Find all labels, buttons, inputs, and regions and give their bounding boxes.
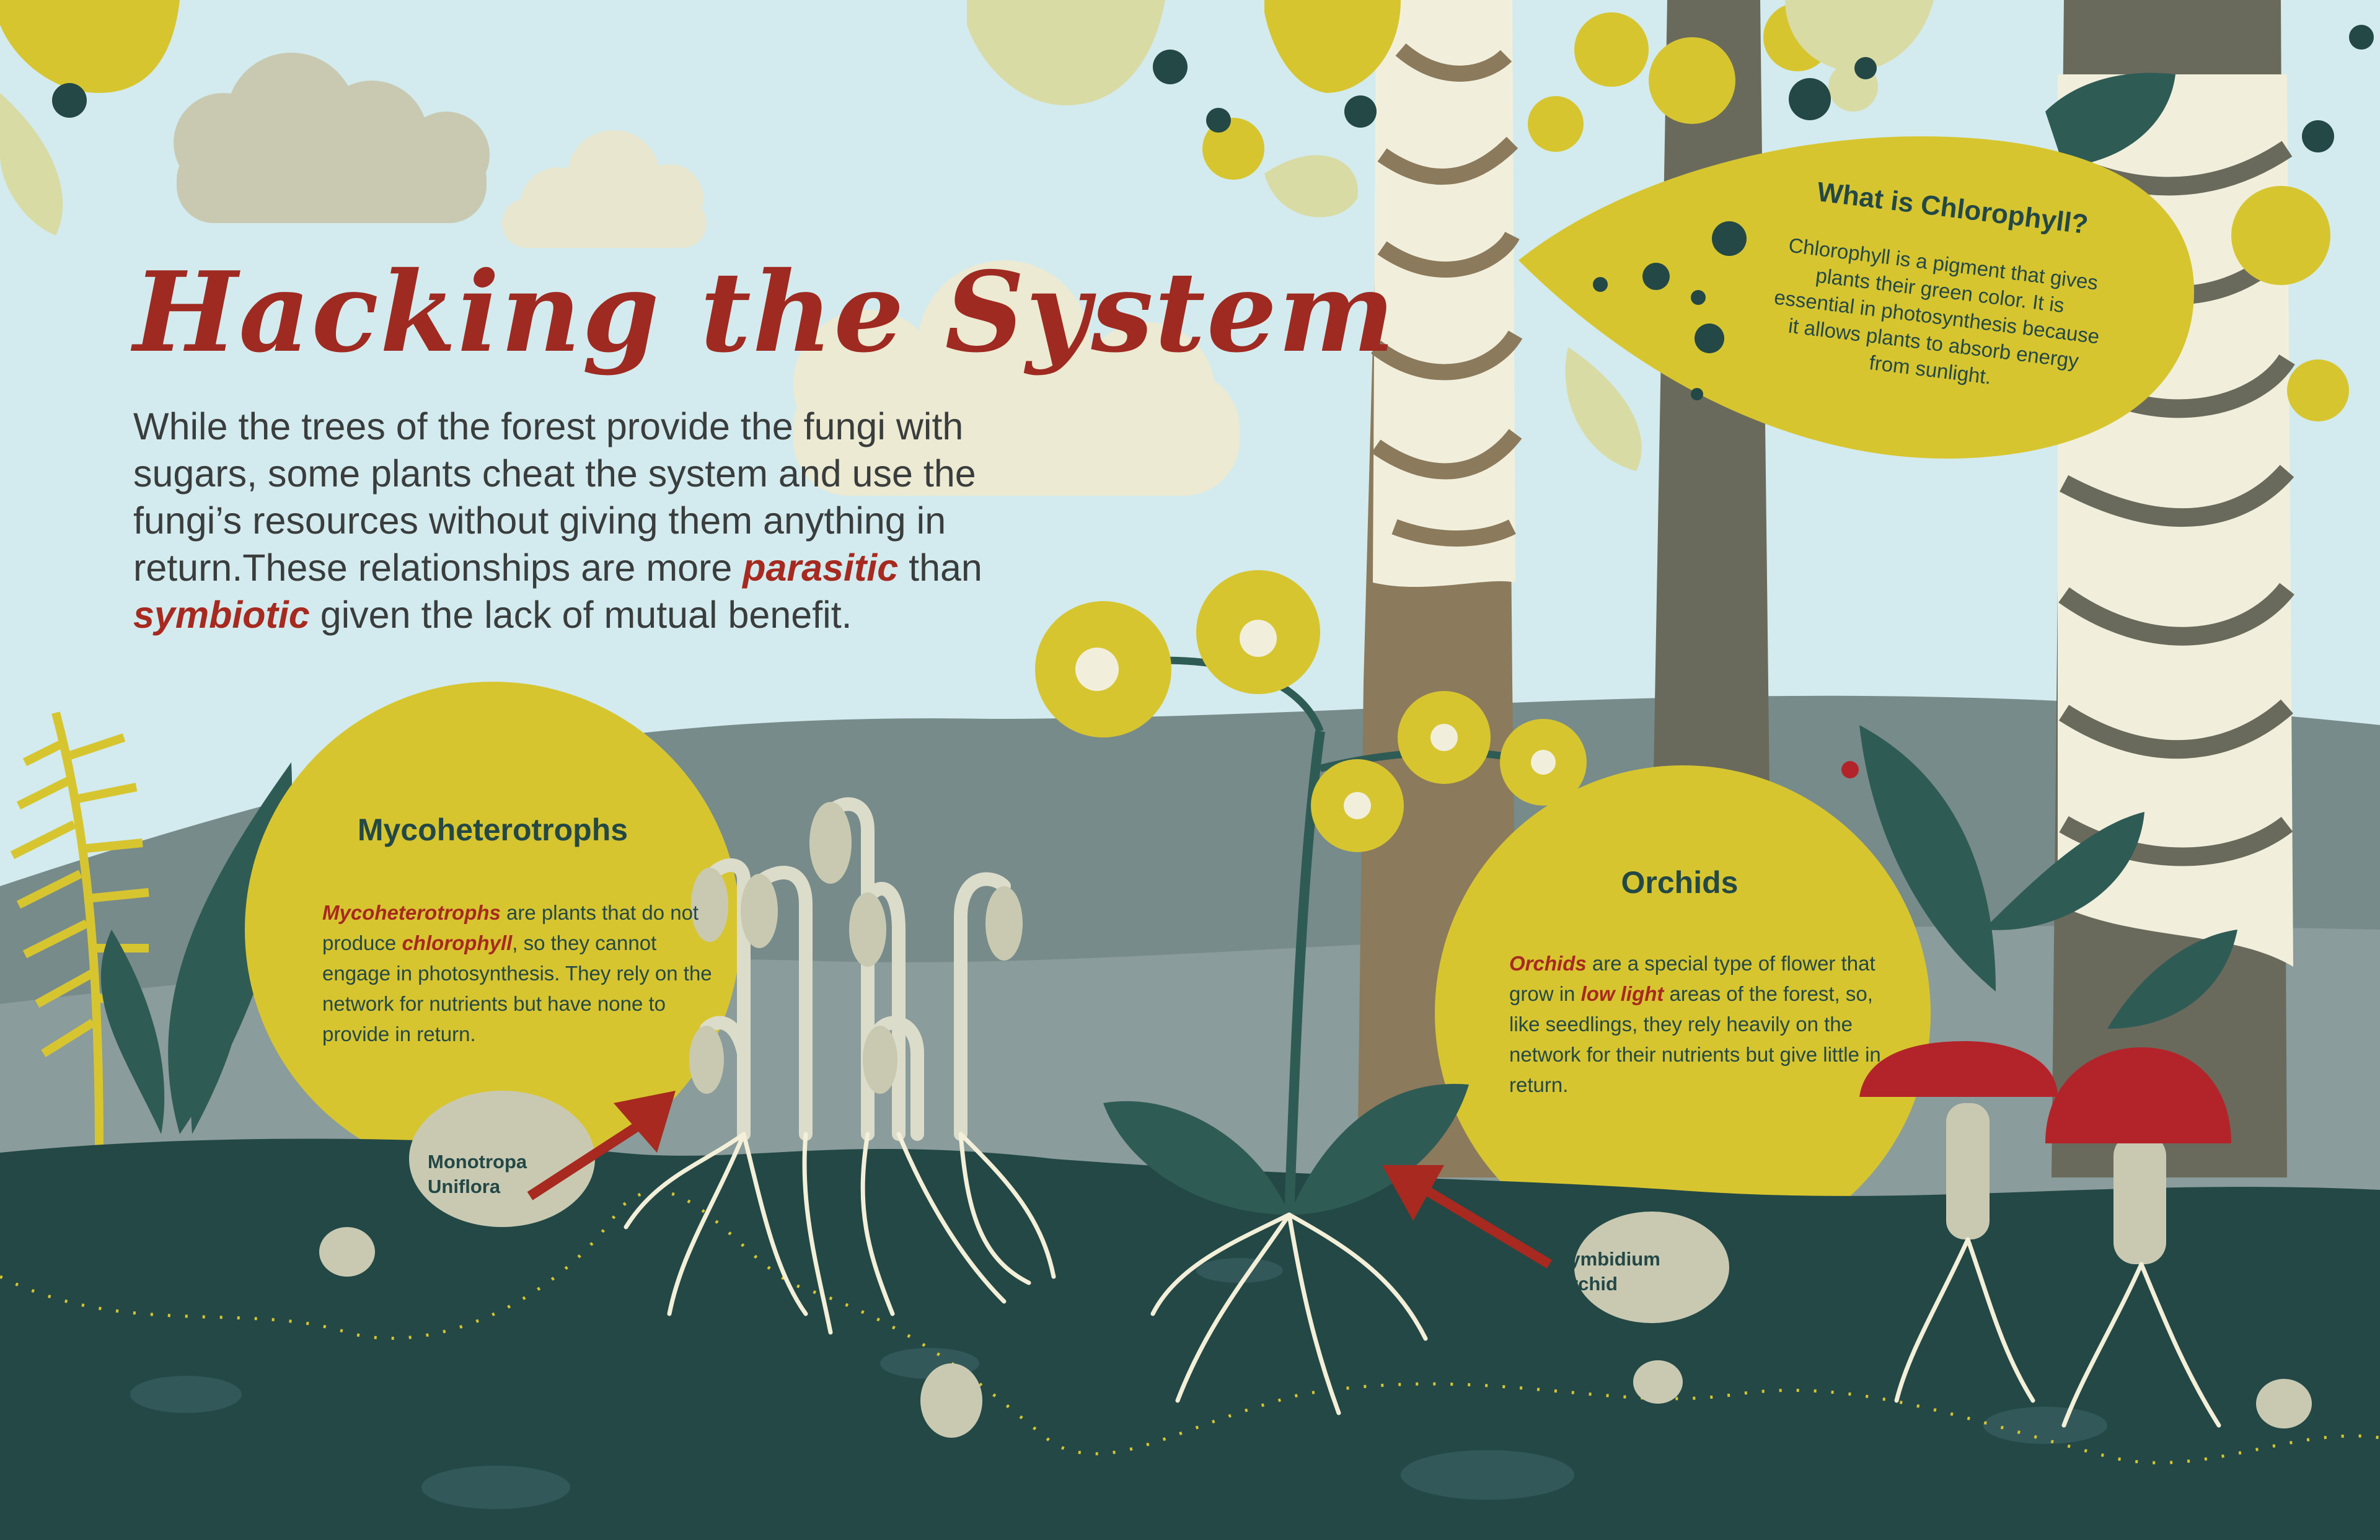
soil-speckles — [130, 1258, 2107, 1509]
intro-text-part2: than — [898, 547, 982, 589]
monotropa-flowers — [689, 802, 1023, 1094]
roots — [624, 1132, 2221, 1428]
orchids-term: Orchids — [1509, 952, 1587, 975]
mushroom-left — [1859, 1041, 2058, 1239]
leaf-dots — [1593, 221, 1747, 400]
monotropa-label-line2: Uniflora — [428, 1176, 501, 1197]
orchids-highlight-low-light: low light — [1580, 982, 1664, 1005]
cloud-left — [174, 53, 490, 223]
chlorophyll-leaf — [1518, 136, 2194, 459]
orchid-plant — [1035, 570, 1587, 1215]
decor-dots — [52, 25, 2374, 152]
mycoheterotrophs-title: Mycoheterotrophs — [357, 812, 628, 847]
decor-leaves — [0, 0, 2349, 471]
intro-text-part3: given the lack of mutual benefit. — [309, 594, 852, 636]
cymbidium-stone — [1574, 1212, 1729, 1323]
mycoheterotrophs-text-part1: are plants that do not produce — [322, 901, 699, 954]
mycoheterotrophs-circle — [245, 682, 741, 1177]
soil-ground — [0, 1138, 2380, 1540]
intro-text-part1: While the trees of the forest provide th… — [133, 405, 976, 589]
cloud-center — [793, 260, 1240, 496]
arrow-cymbidium — [1382, 1165, 1553, 1269]
ladybug — [1841, 761, 1859, 778]
intro-highlight-parasitic: parasitic — [743, 547, 899, 589]
pebble — [920, 1363, 982, 1438]
mycoheterotrophs-body: Mycoheterotrophs are plants that do not … — [322, 897, 719, 1049]
orchids-text-part2: areas of the forest, so, like seedlings,… — [1509, 982, 1881, 1096]
cymbidium-label: Cymbidium Orchid — [1556, 1247, 1698, 1296]
monotropa-label: Monotropa Uniflora — [428, 1150, 564, 1199]
plant-leaves-right — [1859, 725, 2237, 1029]
cloud-small — [502, 130, 707, 248]
orchids-circle — [1435, 765, 1931, 1261]
mycoheterotrophs-term: Mycoheterotrophs — [322, 901, 501, 924]
cymbidium-label-line2: Orchid — [1556, 1273, 1618, 1295]
monotropa-plant — [700, 797, 1011, 1141]
mycoheterotrophs-text-part2: , so they cannot engage in photosynthesi… — [322, 931, 712, 1045]
mushroom-right — [2045, 1047, 2231, 1264]
orchids-title: Orchids — [1621, 865, 1739, 900]
orchids-body: Orchids are a special type of flower tha… — [1509, 948, 1893, 1100]
mycoheterotrophs-highlight-chlorophyll: chlorophyll — [402, 931, 513, 954]
intro-highlight-symbiotic: symbiotic — [133, 594, 310, 636]
page-title: Hacking the System — [133, 247, 1396, 377]
fern-left — [10, 711, 149, 1147]
monotropa-stone — [409, 1091, 595, 1227]
pebble — [2256, 1379, 2312, 1428]
cymbidium-label-line1: Cymbidium — [1556, 1248, 1660, 1270]
intro-paragraph: While the trees of the forest provide th… — [133, 403, 1026, 638]
monotropa-label-line1: Monotropa — [428, 1151, 527, 1173]
orchids-text-part1: are a special type of flower that grow i… — [1509, 952, 1875, 1005]
arrow-monotropa — [527, 1091, 676, 1200]
pebble — [319, 1227, 375, 1277]
pebble — [1633, 1360, 1683, 1404]
